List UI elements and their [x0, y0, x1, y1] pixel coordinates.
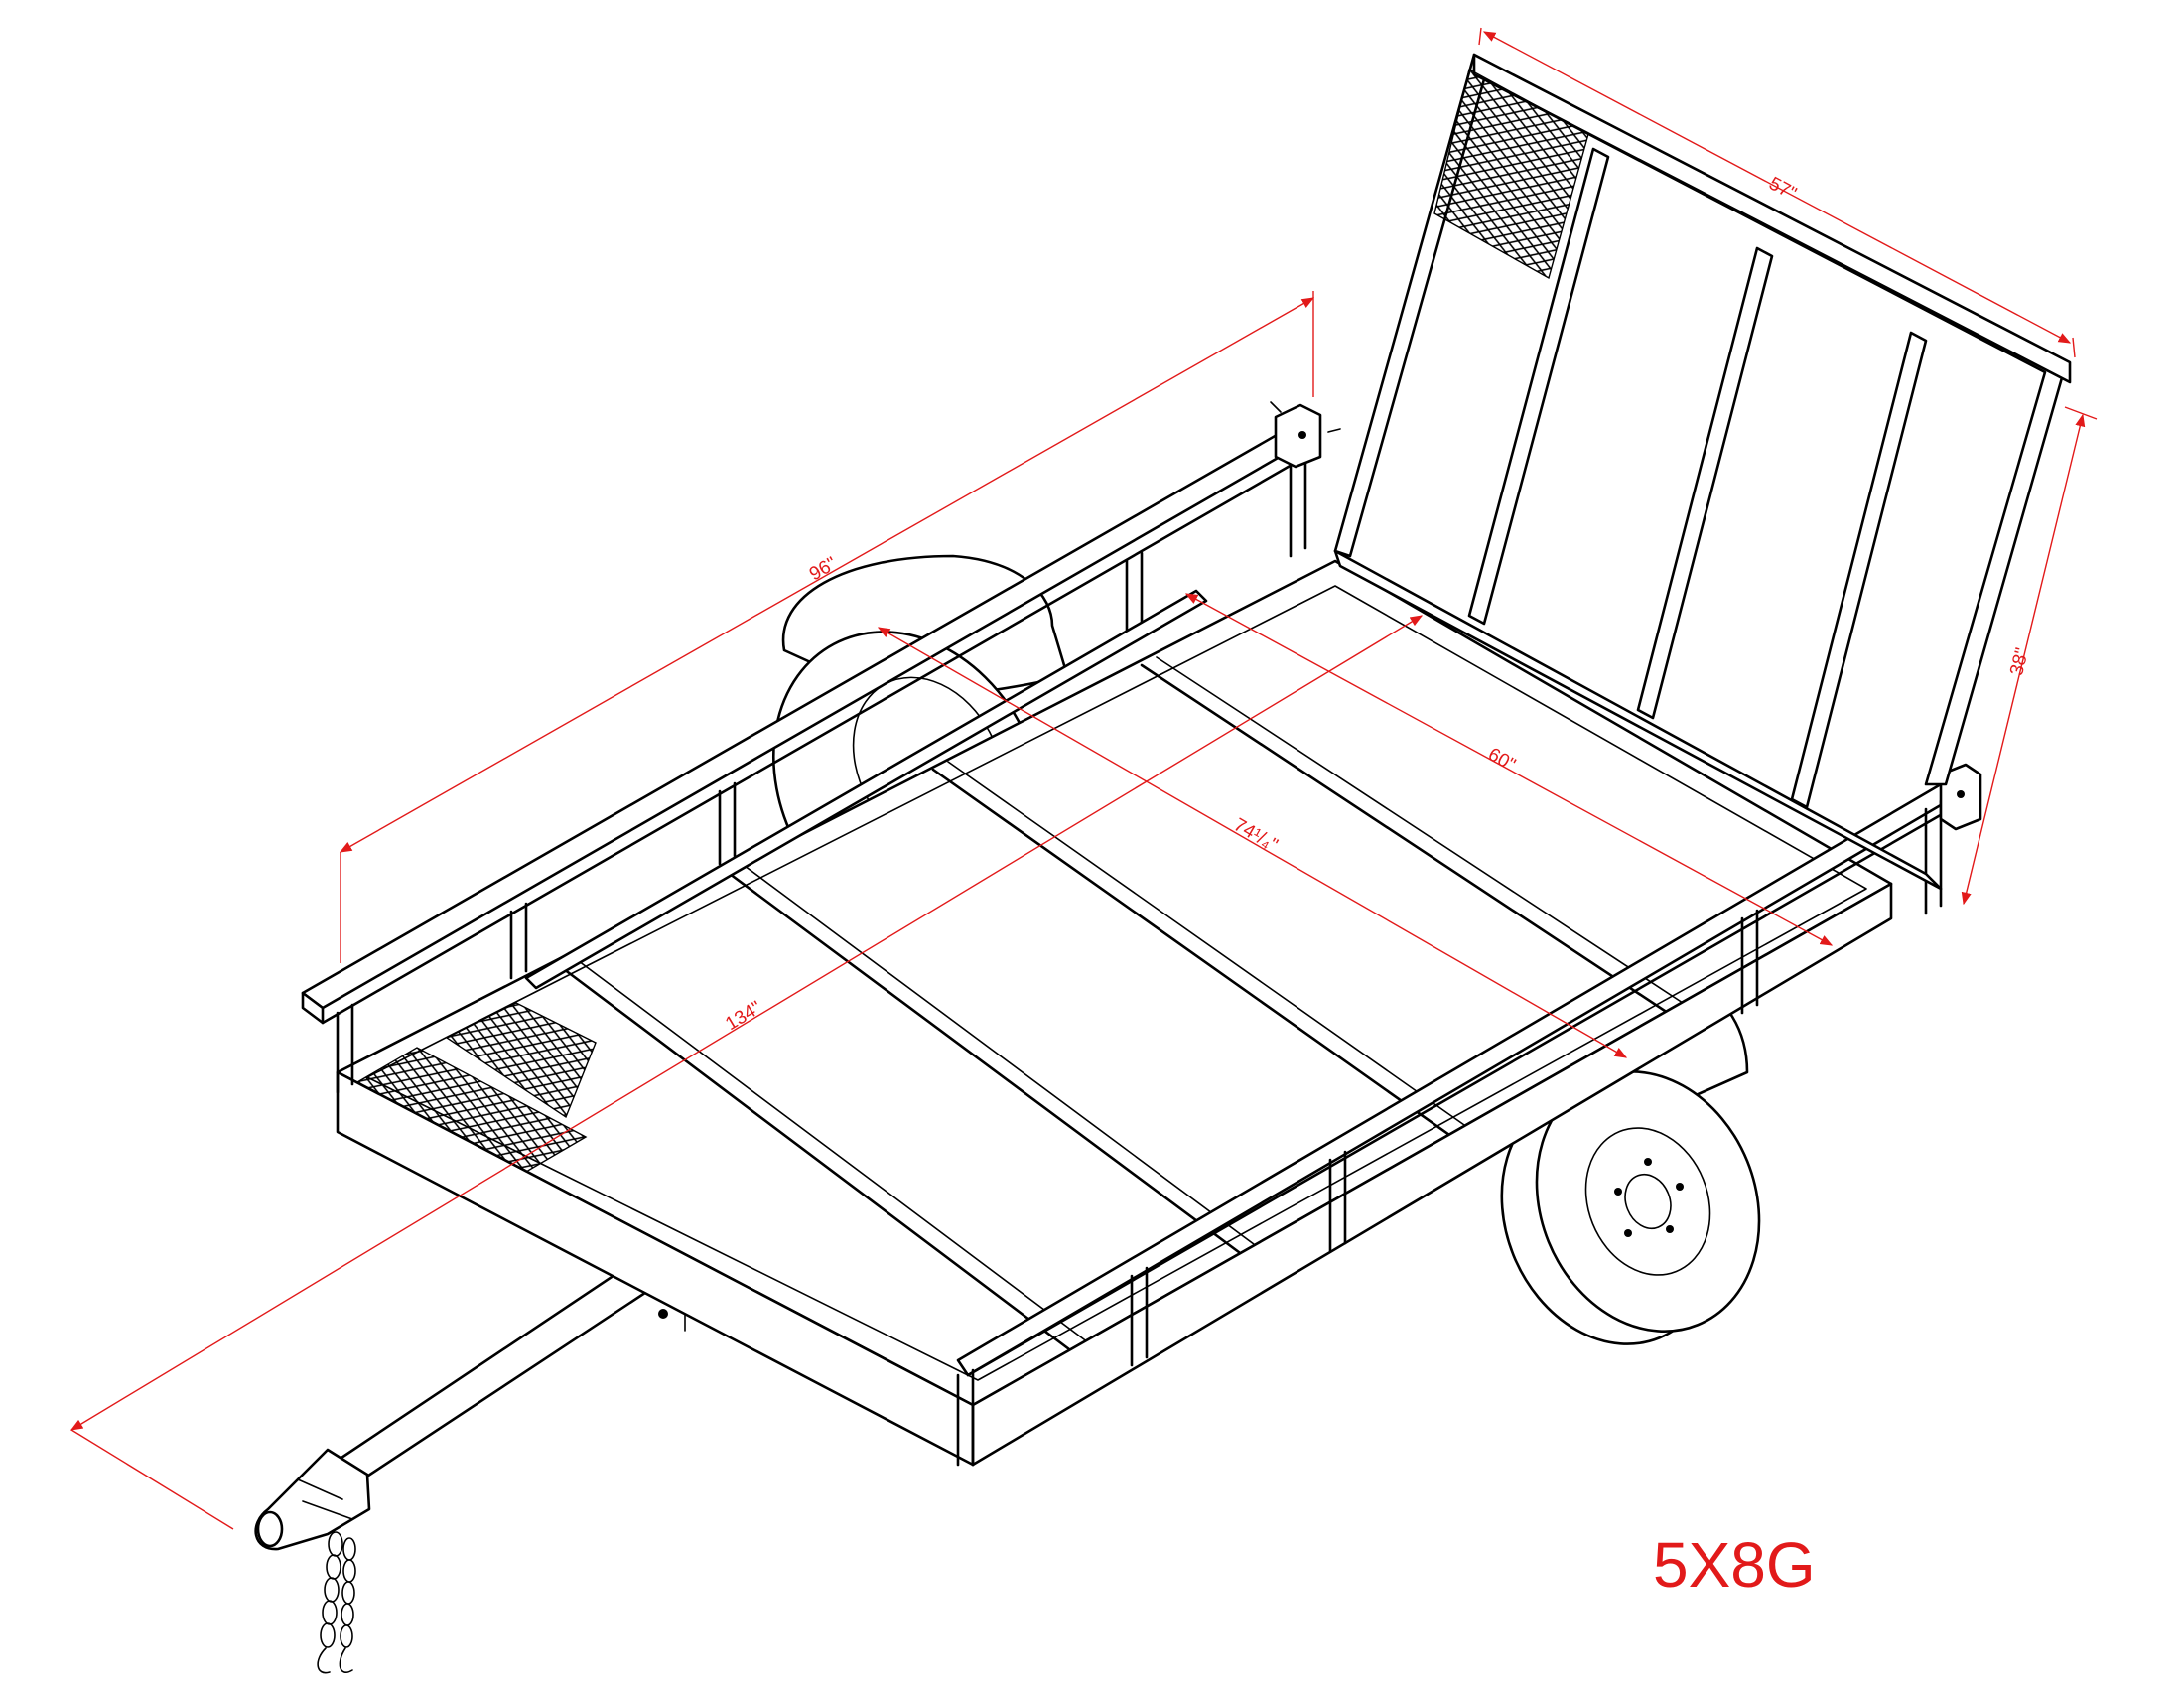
dim-gate-width: 57" — [1765, 173, 1799, 205]
safety-chain-icon — [317, 1531, 356, 1674]
dim-gate-height: 38" — [2006, 646, 2033, 678]
hitch-coupler-icon — [254, 1448, 371, 1551]
dimension-lines — [69, 27, 2098, 1530]
model-label: 5X8G — [1653, 1529, 1816, 1601]
